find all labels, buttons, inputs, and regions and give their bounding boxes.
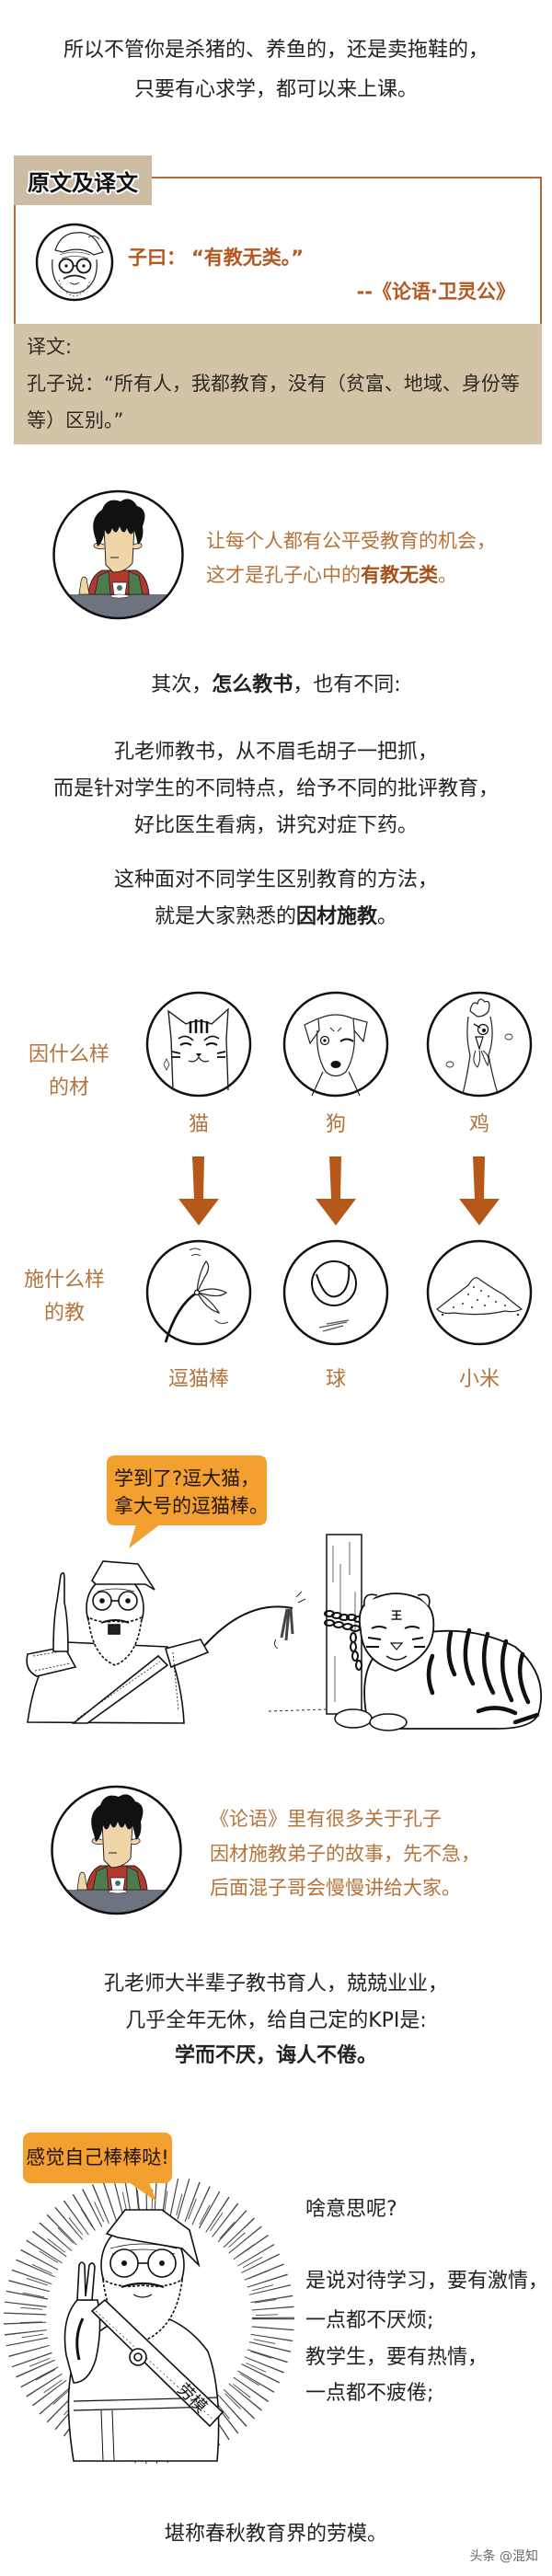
explanation-line-1: 是说对待学习，要有激情，	[305, 2270, 549, 2293]
student-label-cat: 猫	[188, 1113, 209, 1136]
arrow-down-icon	[459, 1156, 500, 1225]
radiating-lines	[4, 2179, 294, 2464]
cat-teaser-stick	[203, 1591, 306, 1650]
teaching-intro: 其次，怎么教书，也有不同:	[0, 672, 552, 699]
paragraph-2-line-1: 这种面对不同学生区别教育的方法，	[113, 868, 438, 891]
confucius-portrait-icon	[35, 223, 114, 302]
paragraph-2-prefix: 就是大家熟悉的	[154, 905, 296, 928]
confucius-model-worker-illustration: 劳模	[4, 2179, 294, 2464]
paragraph-3-line-1: 孔老师大半辈子教书育人，兢兢业业，	[103, 1972, 448, 1995]
cat-icon	[145, 991, 252, 1098]
speech-bubble-1: 学到了?逗大猫， 拿大号的逗猫棒。	[107, 1455, 269, 1525]
translation-line-1: 孔子说：“所有人，我都教育，没有（贫富、地域、身份等	[27, 373, 520, 395]
teaching-intro-prefix: 其次，	[151, 673, 213, 696]
method-row-label-1: 施什么样	[23, 1269, 105, 1292]
method-label-millet: 小米	[458, 1368, 500, 1391]
translation-line-2: 等）区别。”	[27, 409, 124, 431]
confucius-figure	[63, 2209, 224, 2462]
speech-bubble-2: 感觉自己棒棒哒!	[23, 2133, 172, 2183]
intro-line-1: 所以不管你是杀猪的、养鱼的，还是卖拖鞋的，	[63, 39, 489, 62]
method-row-label-2: 的教	[43, 1302, 85, 1325]
student-row-label-1: 因什么样	[28, 1043, 109, 1066]
student-label-dog: 狗	[325, 1113, 346, 1136]
note-2-line-1: 《论语》里有很多关于孔子	[210, 1808, 442, 1830]
tiger-figure: 王	[334, 1593, 543, 1731]
translation-panel: 译文: 孔子说：“所有人，我都教育，没有（贫富、地域、身份等 等）区别。”	[14, 324, 542, 444]
paragraph-1-line-3: 好比医生看病，讲究对症下药。	[133, 814, 418, 837]
method-label-ball: 球	[325, 1368, 346, 1391]
arrow-down-icon	[316, 1156, 356, 1225]
note-1-line-2: 这才是孔子心中的有教无类。	[206, 561, 457, 589]
source-watermark: 头条 @混知	[469, 2549, 538, 2564]
explanation-line-4: 一点都不疲倦;	[305, 2382, 434, 2405]
dog-icon	[282, 991, 389, 1098]
note-1-prefix: 这才是孔子心中的	[206, 564, 361, 586]
rooster-icon	[426, 991, 533, 1098]
explanation-line-2: 一点都不厌烦;	[305, 2309, 434, 2332]
intro-line-2: 只要有心求学，都可以来上课。	[133, 78, 418, 101]
quote-content: “有教无类。”	[191, 247, 305, 269]
paragraph-2-line-2: 就是大家熟悉的因材施教。	[0, 903, 552, 931]
speech-bubble-2-tail	[129, 2182, 156, 2202]
note-1-suffix: 。	[438, 564, 457, 586]
ball-icon	[282, 1239, 389, 1346]
narrator-avatar-icon	[52, 489, 184, 620]
student-label-rooster: 鸡	[468, 1113, 489, 1136]
cat-teaser-icon	[145, 1239, 252, 1346]
translation-label: 译文:	[27, 336, 73, 358]
paragraph-2-suffix: 。	[377, 905, 398, 928]
paragraph-1-line-1: 孔老师教书，从不眉毛胡子一把抓，	[113, 741, 438, 764]
teaching-intro-highlight: 怎么教书	[212, 673, 293, 696]
millet-icon	[426, 1239, 533, 1346]
explanation-question: 啥意思呢?	[305, 2198, 397, 2221]
note-2-line-2: 因材施教弟子的故事，先不急，	[210, 1843, 480, 1865]
method-label-cat-teaser: 逗猫棒	[167, 1368, 229, 1391]
note-2-line-3: 后面混子哥会慢慢讲给大家。	[210, 1877, 461, 1899]
explanation-line-3: 教学生，要有热情，	[305, 2346, 489, 2369]
paragraph-2-highlight: 因材施教	[295, 905, 377, 928]
speech-bubble-1-line-1: 学到了?逗大猫，	[114, 1467, 260, 1489]
paragraph-1-line-2: 而是针对学生的不同特点，给予不同的批评教育，	[52, 777, 499, 800]
confucius-teasing-tiger-illustration: 王	[26, 1524, 543, 1731]
note-1-highlight: 有教无类	[361, 564, 438, 586]
motto-line: 学而不厌，诲人不倦。	[174, 2044, 377, 2067]
note-1-line-1: 让每个人都有公平受教育的机会，	[206, 530, 496, 552]
narrator-avatar-icon	[51, 1785, 182, 1915]
teaching-intro-suffix: ，也有不同:	[293, 673, 401, 696]
quote-speaker: 子曰：	[128, 247, 186, 269]
student-row-label-2: 的材	[48, 1076, 89, 1099]
closing-line: 堪称春秋教育界的劳模。	[164, 2523, 387, 2546]
speech-bubble-1-line-2: 拿大号的逗猫棒。	[114, 1495, 269, 1517]
tiger-forehead-mark: 王	[391, 1609, 402, 1622]
confucius-figure	[26, 1560, 210, 1724]
arrow-down-icon	[178, 1156, 219, 1225]
paragraph-3-line-2: 几乎全年无休，给自己定的KPI是:	[125, 2009, 427, 2032]
quote-source: --《论语·卫灵公》	[356, 281, 515, 303]
speech-bubble-1-tail	[129, 1524, 160, 1548]
quote-text: 子曰：“有教无类。”	[128, 244, 304, 271]
section-tab-original-and-translation: 原文及译文	[14, 155, 152, 205]
